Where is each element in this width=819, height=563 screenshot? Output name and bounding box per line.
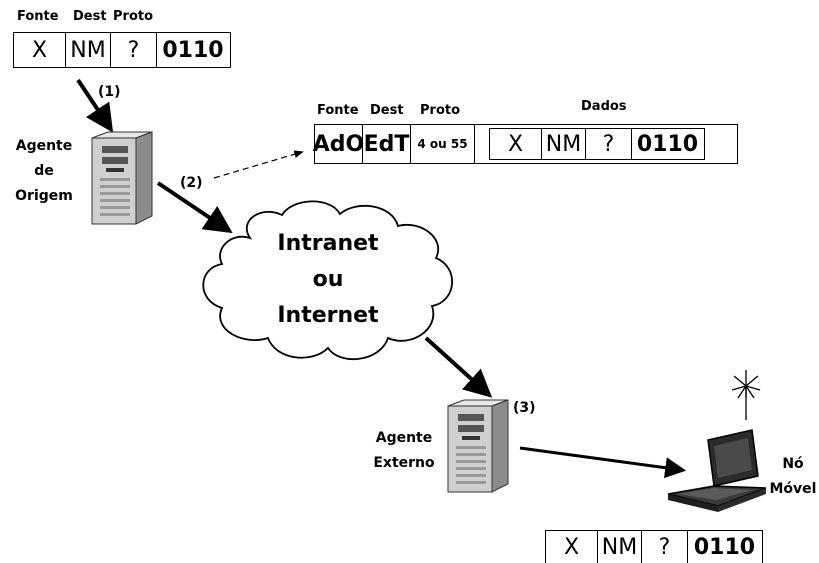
data-payload-cell: X NM ? 0110 <box>475 125 737 163</box>
foreign-agent-label-line: Externo <box>373 455 435 471</box>
packet-cell: 0110 <box>162 37 224 63</box>
top-header-fonte: Fonte <box>17 9 59 24</box>
origin-agent-label-line: de <box>34 163 54 179</box>
foreign-agent-label-line: Agente <box>375 430 433 446</box>
origin-agent-label: Agente de Origem <box>4 134 84 209</box>
step-label-2: (2) <box>180 175 203 191</box>
cloud-label-line: ou <box>312 267 344 292</box>
mobile-node-label-line: Móvel <box>769 481 817 497</box>
inner-packet: X NM ? 0110 <box>489 128 705 160</box>
packet-cell: 0110 <box>693 534 756 560</box>
bottom-packet: X NM ? 0110 <box>545 530 763 563</box>
top-header-proto: Proto <box>113 9 154 24</box>
antenna-signal-icon <box>731 370 761 420</box>
packet-cell: 4 ou 55 <box>411 125 475 163</box>
packet-cell: NM <box>598 531 642 563</box>
arrow-step-1 <box>76 78 114 133</box>
cloud-label: Intranet ou Internet <box>248 226 408 334</box>
enc-header-fonte: Fonte <box>317 103 359 118</box>
origin-agent-label-line: Origem <box>15 188 73 204</box>
packet-cell: NM <box>542 129 586 159</box>
arrow-step-3 <box>424 336 493 398</box>
packet-cell: 0110 <box>636 131 699 157</box>
packet-cell: AdO <box>313 125 364 163</box>
origin-agent-label-line: Agente <box>15 138 73 154</box>
dashed-arrow-encapsulation <box>213 150 304 179</box>
packet-cell: EdT <box>363 125 411 163</box>
enc-header-dados: Dados <box>581 99 627 114</box>
top-header-dest: Dest <box>73 9 107 24</box>
arrow-to-mobile-node <box>519 446 687 479</box>
foreign-agent-server-icon <box>447 399 509 493</box>
cloud-label-line: Intranet <box>277 231 379 256</box>
enc-header-proto: Proto <box>420 103 461 118</box>
foreign-agent-label: Agente Externo <box>364 426 444 476</box>
packet-cell: ? <box>642 531 688 563</box>
mobile-node-label: Nó Móvel <box>768 452 818 502</box>
arrow-step-2 <box>156 181 233 234</box>
encapsulated-packet: AdO EdT 4 ou 55 X NM ? 0110 <box>313 124 738 164</box>
mobile-node-label-line: Nó <box>782 456 804 472</box>
enc-header-dest: Dest <box>370 103 404 118</box>
origin-agent-server-icon <box>91 131 153 225</box>
step-label-3: (3) <box>513 400 536 416</box>
packet-cell: ? <box>586 129 632 159</box>
cloud-label-line: Internet <box>277 303 379 328</box>
top-packet: X NM ? 0110 <box>13 32 231 68</box>
packet-cell: ? <box>111 33 157 67</box>
cloud-shape <box>202 200 453 361</box>
laptop-icon <box>667 370 767 512</box>
packet-cell: X <box>490 129 542 159</box>
step-label-1: (1) <box>98 84 121 100</box>
packet-cell: NM <box>66 33 111 67</box>
packet-cell: X <box>14 33 66 67</box>
packet-cell: X <box>546 531 598 563</box>
